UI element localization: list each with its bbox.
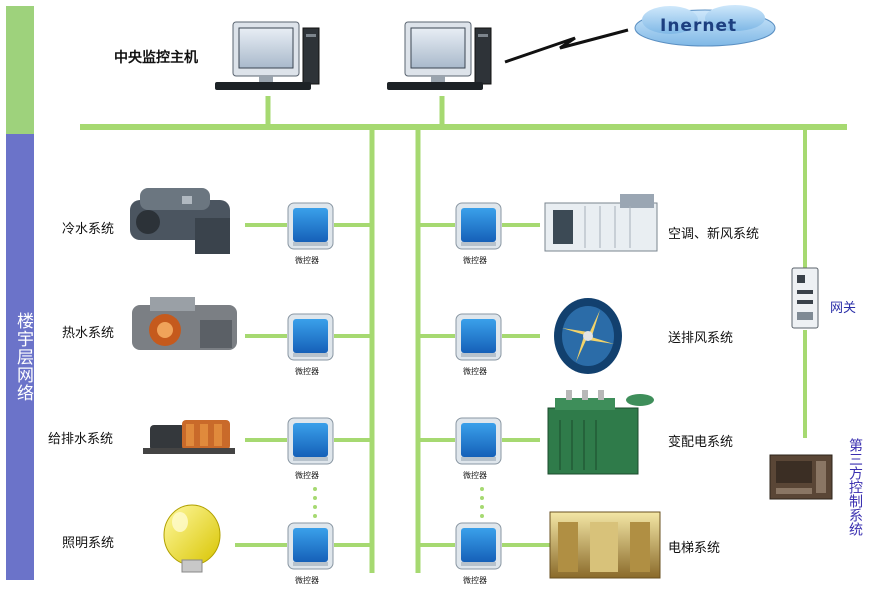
lightbulb-icon <box>163 504 221 573</box>
microcontroller-module <box>455 202 502 250</box>
controller-icon <box>455 202 502 250</box>
controller-icon <box>287 313 334 361</box>
elevator-icon <box>549 511 661 579</box>
microcontroller-module <box>455 522 502 570</box>
controller-label: 微控器 <box>463 471 487 480</box>
transformer-icon <box>547 390 654 475</box>
controller-label: 微控器 <box>295 256 319 265</box>
sidebar-building-layer <box>6 134 34 580</box>
system-label-elevator: 电梯系统 <box>668 541 721 556</box>
microcontroller-module <box>287 417 334 465</box>
controller-label: 微控器 <box>295 471 319 480</box>
microcontroller-module <box>287 313 334 361</box>
sidebar-management-layer <box>6 6 34 134</box>
microcontroller-module <box>455 313 502 361</box>
controller-icon <box>287 202 334 250</box>
gateway-icon <box>791 267 819 329</box>
network-lines <box>80 96 847 573</box>
system-label-lighting: 照明系统 <box>62 536 115 551</box>
controller-label: 微控器 <box>463 256 487 265</box>
controller-label: 微控器 <box>295 576 319 585</box>
controller-icon <box>455 313 502 361</box>
continuation-dot <box>313 496 317 500</box>
system-label-hot-water: 热水系统 <box>62 326 115 341</box>
computer-icon <box>215 21 320 90</box>
controller-icon <box>455 522 502 570</box>
system-label-chilled-water: 冷水系统 <box>62 222 115 237</box>
continuation-dot <box>313 487 317 491</box>
controller-icon <box>455 417 502 465</box>
system-label-power: 变配电系统 <box>668 435 734 450</box>
controller-icon <box>287 417 334 465</box>
internet-label: Inernet <box>660 16 738 36</box>
continuation-dot <box>480 496 484 500</box>
system-label-hvac: 空调、新风系统 <box>668 227 760 242</box>
wireless-link-icon <box>504 28 629 64</box>
internet-cloud-icon <box>634 5 776 47</box>
third-party-label: 第三方控制系统 <box>847 438 863 536</box>
boiler-icon <box>132 297 237 350</box>
microcontroller-module <box>287 202 334 250</box>
building-network-label: 楼宇层网络 <box>13 312 33 402</box>
continuation-dot <box>480 514 484 518</box>
continuation-dot <box>313 505 317 509</box>
microcontroller-module <box>287 522 334 570</box>
continuation-dot <box>480 505 484 509</box>
system-label-water-supply: 给排水系统 <box>48 432 114 447</box>
microcontroller-module <box>455 417 502 465</box>
continuation-dot <box>480 487 484 491</box>
controller-label: 微控器 <box>463 367 487 376</box>
controller-icon <box>287 522 334 570</box>
ahu-icon <box>544 194 658 252</box>
system-label-ventilation: 送排风系统 <box>668 331 734 346</box>
continuation-dot <box>313 514 317 518</box>
chiller-icon <box>130 188 230 254</box>
third-party-device-icon <box>769 454 833 500</box>
gateway-label: 网关 <box>830 301 857 316</box>
controller-label: 微控器 <box>295 367 319 376</box>
controller-label: 微控器 <box>463 576 487 585</box>
host-label: 中央监控主机 <box>114 50 198 66</box>
fan-icon <box>554 298 622 374</box>
computer-icon <box>387 21 492 90</box>
pump-icon <box>143 420 235 454</box>
